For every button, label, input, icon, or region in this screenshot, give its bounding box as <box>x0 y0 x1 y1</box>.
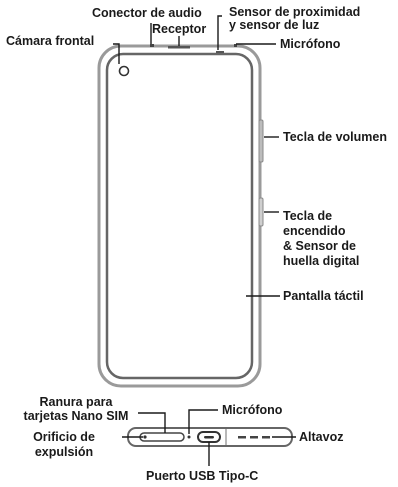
label-volume-key: Tecla de volumen <box>283 130 387 144</box>
label-proximity-sensor: Sensor de proximidad y sensor de luz <box>229 5 361 32</box>
leader-proximity <box>217 15 222 50</box>
audio-jack-mark <box>150 44 154 47</box>
bottom-mic-mark <box>187 435 191 439</box>
label-power-key: Tecla de encendido & Sensor de huella di… <box>283 209 360 268</box>
eject-hole-mark <box>143 435 147 439</box>
label-eject-hole: Orificio de expulsión <box>33 430 95 459</box>
label-audio-jack: Conector de audio <box>92 6 202 20</box>
top-mic-mark <box>234 44 237 47</box>
leader-front-camera <box>113 43 120 64</box>
sim-tray <box>139 432 185 442</box>
label-usb-port: Puerto USB Tipo-C <box>146 469 259 483</box>
label-touch-screen: Pantalla táctil <box>283 289 364 303</box>
label-front-camera: Cámara frontal <box>6 34 95 48</box>
label-receiver: Receptor <box>152 22 207 36</box>
speaker-grill-1 <box>238 436 246 439</box>
volume-key <box>258 119 264 163</box>
leader-mic-bottom <box>188 409 218 434</box>
label-speaker: Altavoz <box>299 430 344 444</box>
front-camera-icon <box>118 65 130 77</box>
label-sim-slot: Ranura para tarjetas Nano SIM <box>23 395 129 423</box>
proximity-sensor-mark <box>216 51 224 53</box>
speaker-grill-3 <box>262 436 270 439</box>
receiver-slit <box>168 46 190 49</box>
display-screen <box>105 52 254 380</box>
power-key <box>258 197 264 227</box>
leader-sim <box>138 412 166 433</box>
label-microphone-top: Micrófono <box>280 37 341 51</box>
label-microphone-bottom: Micrófono <box>222 403 283 417</box>
speaker-grill-2 <box>250 436 258 439</box>
